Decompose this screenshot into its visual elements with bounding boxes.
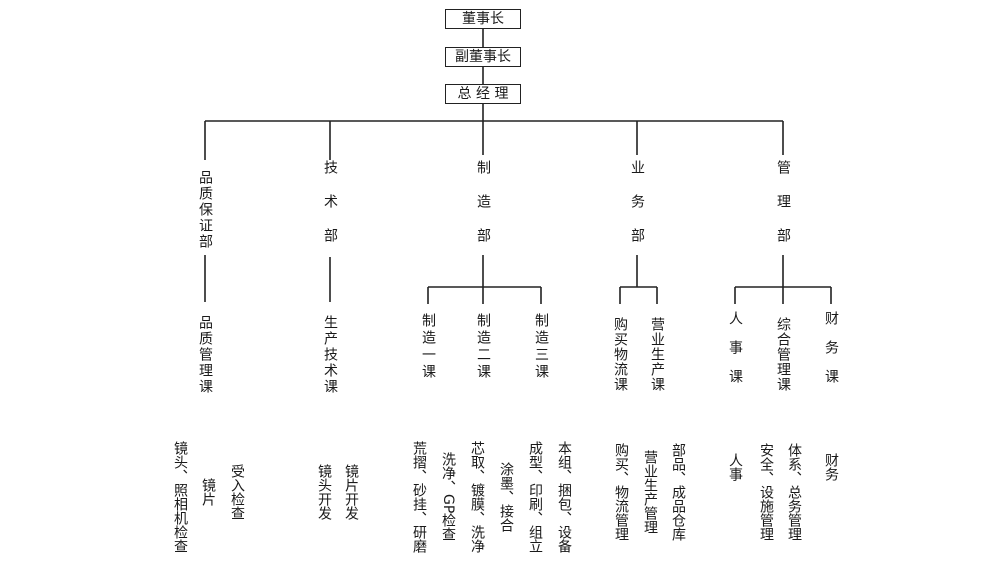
duty-admin-2: 体系、总务管理 bbox=[786, 443, 802, 541]
vice-chairman-box: 副董事长 bbox=[445, 47, 521, 67]
section-mfg-2: 制造二课 bbox=[475, 313, 491, 381]
dept-sales: 业务部 bbox=[629, 160, 645, 262]
duty-admin-4: 财务 bbox=[823, 453, 839, 481]
section-mfg-1: 制造一课 bbox=[420, 313, 436, 381]
duty-quality-3: 镜头、照相机检查 bbox=[172, 441, 188, 553]
section-admin-2: 综合管理课 bbox=[775, 317, 791, 392]
duty-quality-2: 镜片 bbox=[200, 478, 216, 506]
dept-mfg: 制造部 bbox=[475, 160, 491, 262]
dept-quality: 品质保证部 bbox=[197, 170, 213, 250]
duty-sales-2: 营业生产管理 bbox=[642, 450, 658, 534]
duty-tech-2: 镜头开发 bbox=[316, 464, 332, 520]
chairman-box: 董事长 bbox=[445, 9, 521, 29]
duty-admin-1: 人事 bbox=[727, 453, 743, 481]
section-admin-3: 财务课 bbox=[823, 311, 839, 398]
section-tech: 生产技术课 bbox=[322, 315, 338, 395]
duty-mfg-2: 成型、印刷、组立 bbox=[527, 441, 543, 553]
section-mfg-3: 制造三课 bbox=[533, 313, 549, 381]
duty-tech-1: 镜片开发 bbox=[343, 464, 359, 520]
duty-quality-1: 受入检查 bbox=[229, 464, 245, 520]
duty-mfg-6: 荒摺、砂挂、研磨 bbox=[411, 441, 427, 553]
section-sales-1: 购买物流课 bbox=[612, 317, 628, 392]
section-admin-1: 人事课 bbox=[727, 311, 743, 398]
duty-admin-3: 安全、设施管理 bbox=[758, 443, 774, 541]
section-sales-2: 营业生产课 bbox=[649, 317, 665, 392]
duty-mfg-1: 本组、捆包、设备 bbox=[556, 441, 572, 553]
section-quality: 品质管理课 bbox=[197, 315, 213, 395]
duty-mfg-5: 洗净、GP检查 bbox=[440, 452, 456, 542]
duty-mfg-4: 芯取、镀膜、洗净 bbox=[469, 441, 485, 553]
duty-mfg-3: 涂墨、接合 bbox=[498, 462, 514, 532]
dept-admin: 管理部 bbox=[775, 160, 791, 262]
duty-sales-1: 部品、成品仓库 bbox=[670, 443, 686, 541]
general-manager-box: 总 经 理 bbox=[445, 84, 521, 104]
duty-sales-3: 购买、物流管理 bbox=[613, 443, 629, 541]
dept-tech: 技术部 bbox=[322, 160, 338, 262]
